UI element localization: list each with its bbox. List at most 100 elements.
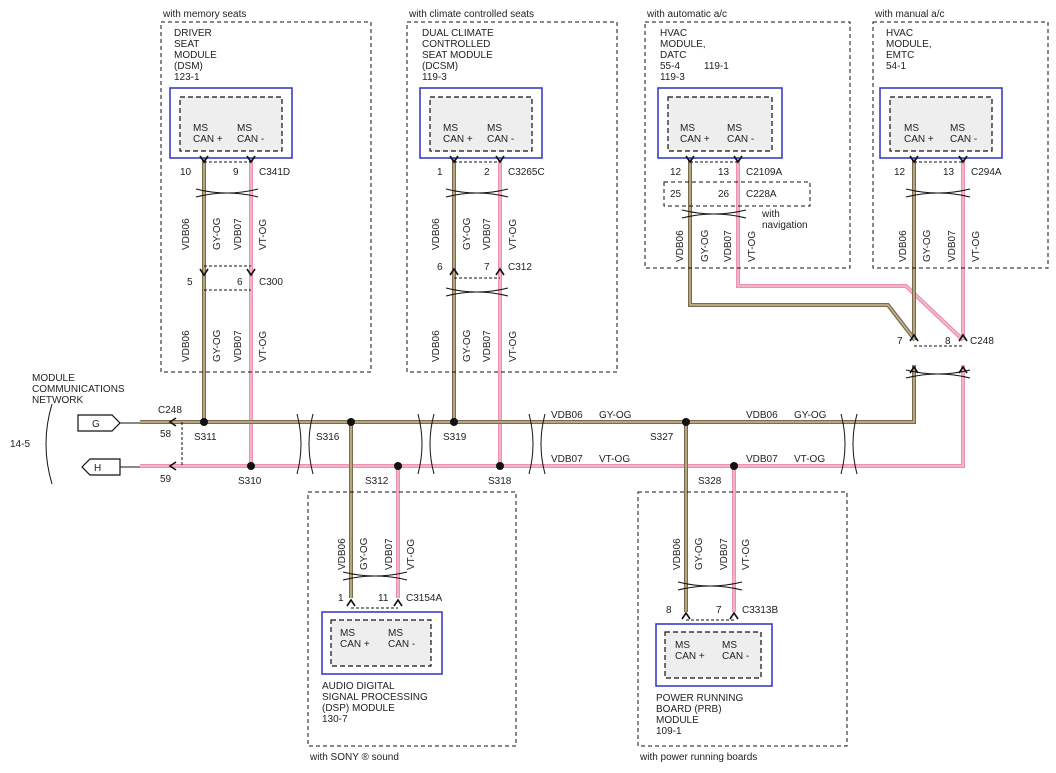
emtc-can-plus-1: MS xyxy=(904,123,919,134)
c248-pin-right: 8 xyxy=(945,336,951,347)
emtc-module[interactable]: HVAC MODULE, EMTC 54-1 MS CAN + MS CAN - xyxy=(879,28,1003,159)
dsp-pin-right: 11 xyxy=(378,593,389,604)
dsm-caption: with memory seats xyxy=(162,9,246,20)
datc-pin-area xyxy=(667,96,773,152)
emtc-can-plus-2: CAN + xyxy=(904,134,934,145)
emtc-connector: C294A xyxy=(971,167,1002,178)
dsp-pin-area xyxy=(330,619,432,667)
emtc-name-1: HVAC xyxy=(886,28,913,39)
splice-s310[interactable] xyxy=(247,462,255,470)
splice-s319[interactable] xyxy=(450,418,458,426)
datc-nav-pin-right: 26 xyxy=(718,189,730,200)
datc-caption: with automatic a/c xyxy=(646,9,727,20)
splice-s311[interactable] xyxy=(200,418,208,426)
dsp-wire-left-id: VDB06 xyxy=(337,538,348,570)
splice-s318[interactable] xyxy=(496,462,504,470)
dcsm-pin-left: 1 xyxy=(437,167,443,178)
datc-wire-right-id: VDB07 xyxy=(723,230,734,262)
prb-pin-right: 7 xyxy=(716,605,722,616)
prb-module[interactable]: MS CAN + MS CAN - POWER RUNNING BOARD (P… xyxy=(655,623,773,737)
dsm-module[interactable]: DRIVER SEAT MODULE (DSM) 123-1 MS CAN + … xyxy=(169,28,293,159)
datc-wire-left-id: VDB06 xyxy=(675,230,686,262)
dsp-module[interactable]: MS CAN + MS CAN - AUDIO DIGITAL SIGNAL P… xyxy=(321,611,443,725)
prb-connector: C3313B xyxy=(742,605,778,616)
c300-wire-right-id: VDB07 xyxy=(233,330,244,362)
splice-s328[interactable] xyxy=(730,462,738,470)
emtc-ref: 54-1 xyxy=(886,61,906,72)
emtc-pin-right: 13 xyxy=(943,167,955,178)
datc-pin-left: 12 xyxy=(670,167,682,178)
prb-wire-left-id: VDB06 xyxy=(672,538,683,570)
prb-name-2: BOARD (PRB) xyxy=(656,704,722,715)
dsp-wire-right-color: VT-OG xyxy=(406,539,417,570)
c312-connector: C312 xyxy=(508,262,532,273)
dsp-name-1: AUDIO DIGITAL xyxy=(322,681,395,692)
datc-nav-note-2: navigation xyxy=(762,220,808,231)
dcsm-module[interactable]: DUAL CLIMATE CONTROLLED SEAT MODULE (DCS… xyxy=(419,28,543,159)
emtc-can-minus-2: CAN - xyxy=(950,134,977,145)
emtc-wire-right-id: VDB07 xyxy=(947,230,958,262)
dsp-caption: with SONY ® sound xyxy=(309,752,399,763)
splice-s316-label: S316 xyxy=(316,432,340,443)
splice-s318-label: S318 xyxy=(488,476,512,487)
datc-pin-right: 13 xyxy=(718,167,730,178)
dcsm-connector: C3265C xyxy=(508,167,545,178)
datc-can-plus-1: MS xyxy=(680,123,695,134)
dsm-name-3: MODULE xyxy=(174,50,217,61)
network-page-ref: 14-5 xyxy=(10,439,30,450)
dsm-wire-right-id: VDB07 xyxy=(233,218,244,250)
datc-nav-connector: C228A xyxy=(746,189,777,200)
datc-nav-note-1: with xyxy=(761,209,780,220)
dsm-pin-left: 10 xyxy=(180,167,192,178)
splice-s319-label: S319 xyxy=(443,432,467,443)
splice-s327-label: S327 xyxy=(650,432,674,443)
c300-wire-left-color: GY-OG xyxy=(212,329,223,362)
c312-wire-right-color: VT-OG xyxy=(508,331,519,362)
prb-wire-right-id: VDB07 xyxy=(719,538,730,570)
dsm-name-4: (DSM) xyxy=(174,61,203,72)
prb-wire-left-color: GY-OG xyxy=(694,537,705,570)
datc-wire-right-color: VT-OG xyxy=(747,231,758,262)
bus-bottom-id-right: VDB07 xyxy=(746,454,778,465)
dsp-ref: 130-7 xyxy=(322,714,348,725)
datc-name-1: HVAC xyxy=(660,28,687,39)
bus-top-id-right: VDB06 xyxy=(746,410,778,421)
splice-s312[interactable] xyxy=(394,462,402,470)
splice-s327[interactable] xyxy=(682,418,690,426)
c300-pin-right: 6 xyxy=(237,277,243,288)
dsp-pin-left: 1 xyxy=(338,593,344,604)
network-title-2: COMMUNICATIONS xyxy=(32,384,125,395)
c312-pin-right: 7 xyxy=(484,262,490,273)
network-pin-58: 58 xyxy=(160,429,172,440)
bus-bottom-id: VDB07 xyxy=(551,454,583,465)
prb-ref: 109-1 xyxy=(656,726,682,737)
dsp-name-3: (DSP) MODULE xyxy=(322,703,395,714)
c300-wire-right-color: VT-OG xyxy=(258,331,269,362)
dcsm-wire-right-color: VT-OG xyxy=(508,219,519,250)
emtc-wire-right-color: VT-OG xyxy=(971,231,982,262)
c312-wire-left-color: GY-OG xyxy=(462,329,473,362)
dcsm-name-2: CONTROLLED xyxy=(422,39,490,50)
connector-g-icon xyxy=(77,414,121,432)
dsm-connector: C341D xyxy=(259,167,290,178)
dcsm-pin-right: 2 xyxy=(484,167,490,178)
network-reference[interactable]: MODULE COMMUNICATIONS NETWORK 14-5 G H xyxy=(10,373,125,485)
emtc-name-3: EMTC xyxy=(886,50,914,61)
c248-connector: C248 xyxy=(970,336,994,347)
network-title-1: MODULE xyxy=(32,373,75,384)
prb-pin-left: 8 xyxy=(666,605,672,616)
splice-s316[interactable] xyxy=(347,418,355,426)
datc-module[interactable]: HVAC MODULE, DATC 55-4 119-1 119-3 MS CA… xyxy=(657,28,783,159)
dsm-ref: 123-1 xyxy=(174,72,200,83)
emtc-pin-left: 12 xyxy=(894,167,906,178)
datc-connector: C2109A xyxy=(746,167,782,178)
dsp-wire-right-id: VDB07 xyxy=(384,538,395,570)
emtc-wire-left-id: VDB06 xyxy=(898,230,909,262)
c300-wire-left-id: VDB06 xyxy=(181,330,192,362)
option-boxes xyxy=(160,21,1049,747)
c300-pin-left: 5 xyxy=(187,277,193,288)
dsm-pin-right: 9 xyxy=(233,167,239,178)
c312-wire-left-id: VDB06 xyxy=(431,330,442,362)
dcsm-wire-right-id: VDB07 xyxy=(482,218,493,250)
dsp-name-2: SIGNAL PROCESSING xyxy=(322,692,428,703)
